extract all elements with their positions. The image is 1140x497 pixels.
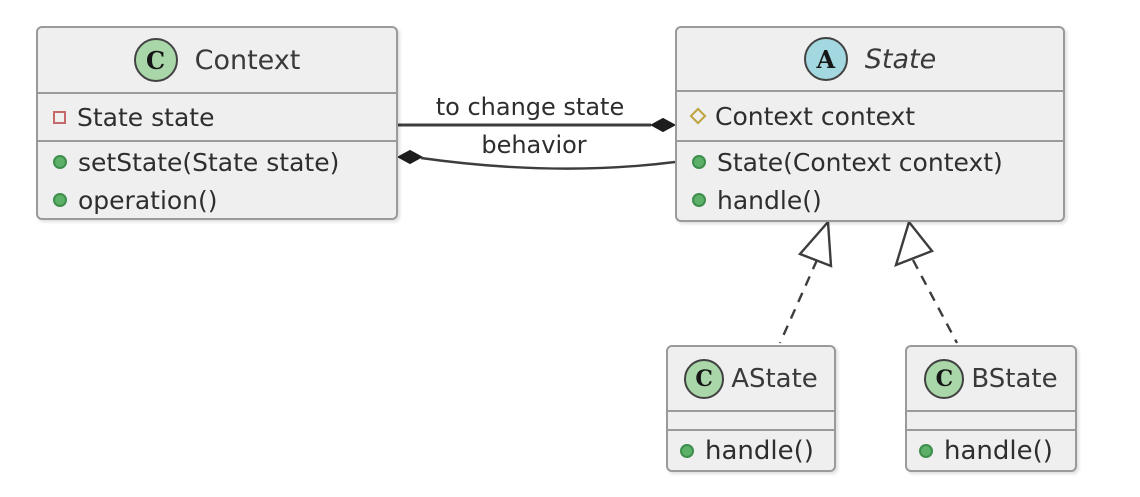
method-row: handle() bbox=[668, 433, 834, 469]
class-stereotype-icon: C bbox=[684, 358, 725, 399]
stereotype-letter: C bbox=[146, 45, 166, 75]
inheritance-triangle-icon bbox=[894, 219, 934, 268]
abstract-stereotype-icon: A bbox=[803, 37, 848, 81]
fields-section: Context context bbox=[677, 90, 1063, 140]
method-row: State(Context context) bbox=[677, 144, 1063, 180]
class-header: C Context bbox=[38, 28, 396, 92]
composition-edge-behavior: behavior bbox=[396, 131, 676, 170]
field-text: Context context bbox=[715, 101, 916, 131]
realization-edge-astate bbox=[778, 219, 833, 344]
method-text: operation() bbox=[78, 185, 218, 215]
fields-section-empty bbox=[668, 410, 834, 429]
private-field-icon bbox=[53, 110, 66, 124]
class-name: BState bbox=[971, 363, 1058, 394]
method-row: handle() bbox=[677, 182, 1063, 218]
class-stereotype-icon: C bbox=[133, 38, 178, 82]
method-text: State(Context context) bbox=[717, 147, 1003, 177]
public-method-icon bbox=[53, 193, 67, 207]
class-header: C AState bbox=[668, 347, 834, 410]
class-box-bstate: C BState handle() bbox=[905, 345, 1077, 472]
method-text: handle() bbox=[717, 185, 822, 215]
field-text: State state bbox=[77, 102, 215, 132]
method-text: setState(State state) bbox=[78, 147, 340, 177]
stereotype-letter: C bbox=[695, 365, 713, 392]
class-box-state: A State Context context State(Context co… bbox=[675, 26, 1065, 222]
class-header: A State bbox=[677, 28, 1063, 90]
class-box-astate: C AState handle() bbox=[666, 345, 836, 472]
method-text: handle() bbox=[944, 436, 1053, 466]
association-line bbox=[420, 156, 676, 170]
protected-field-icon bbox=[689, 107, 707, 125]
class-name: AState bbox=[731, 363, 818, 394]
fields-section: State state bbox=[38, 92, 396, 140]
class-stereotype-icon: C bbox=[924, 358, 965, 399]
fields-section-empty bbox=[907, 410, 1075, 429]
methods-section: handle() bbox=[668, 429, 834, 471]
public-method-icon bbox=[692, 155, 706, 169]
composition-edge-to-change-state: to change state bbox=[398, 93, 677, 133]
realization-edge-bstate bbox=[894, 219, 959, 344]
field-row: State state bbox=[38, 99, 396, 135]
method-text: handle() bbox=[705, 436, 814, 466]
public-method-icon bbox=[53, 155, 67, 169]
methods-section: setState(State state) operation() bbox=[38, 140, 396, 220]
class-box-context: C Context State state setState(State sta… bbox=[36, 26, 398, 220]
inheritance-triangle-icon bbox=[797, 219, 833, 268]
composition-diamond-icon bbox=[649, 117, 677, 133]
public-method-icon bbox=[919, 444, 933, 458]
field-row: Context context bbox=[677, 98, 1063, 134]
method-row: setState(State state) bbox=[38, 144, 396, 180]
class-name: Context bbox=[194, 44, 301, 76]
edge-label: to change state bbox=[436, 93, 624, 121]
methods-section: State(Context context) handle() bbox=[677, 140, 1063, 220]
public-method-icon bbox=[692, 193, 706, 207]
method-row: operation() bbox=[38, 182, 396, 218]
methods-section: handle() bbox=[907, 429, 1075, 471]
class-header: C BState bbox=[907, 347, 1075, 410]
realization-dashed-line bbox=[911, 259, 959, 344]
public-method-icon bbox=[680, 444, 694, 458]
edge-label: behavior bbox=[481, 131, 586, 159]
realization-dashed-line bbox=[778, 259, 819, 344]
class-name: State bbox=[864, 43, 937, 75]
stereotype-letter: A bbox=[816, 44, 836, 74]
stereotype-letter: C bbox=[935, 365, 954, 392]
method-row: handle() bbox=[907, 433, 1075, 469]
composition-diamond-icon bbox=[396, 149, 424, 165]
